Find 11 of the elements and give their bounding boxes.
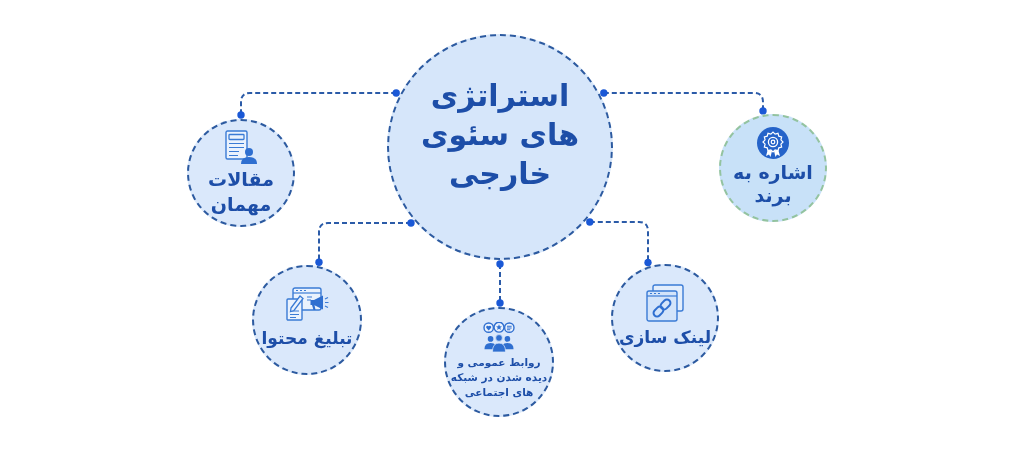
node-label: روابط عمومی و دیده شدن در شبکه های اجتماعی <box>449 355 549 400</box>
connector <box>586 218 652 267</box>
node-label: اشاره به برند <box>732 161 814 207</box>
node-label: استراتژی های سئوی خارجی <box>419 76 581 193</box>
connector <box>315 219 415 266</box>
connector <box>237 89 400 119</box>
connector <box>496 260 504 307</box>
node-label: تبلیغ محتوا <box>261 326 353 350</box>
connector <box>600 89 767 115</box>
node-label: لینک سازی <box>618 325 712 349</box>
node-label: مقالات مهمان <box>207 166 275 217</box>
